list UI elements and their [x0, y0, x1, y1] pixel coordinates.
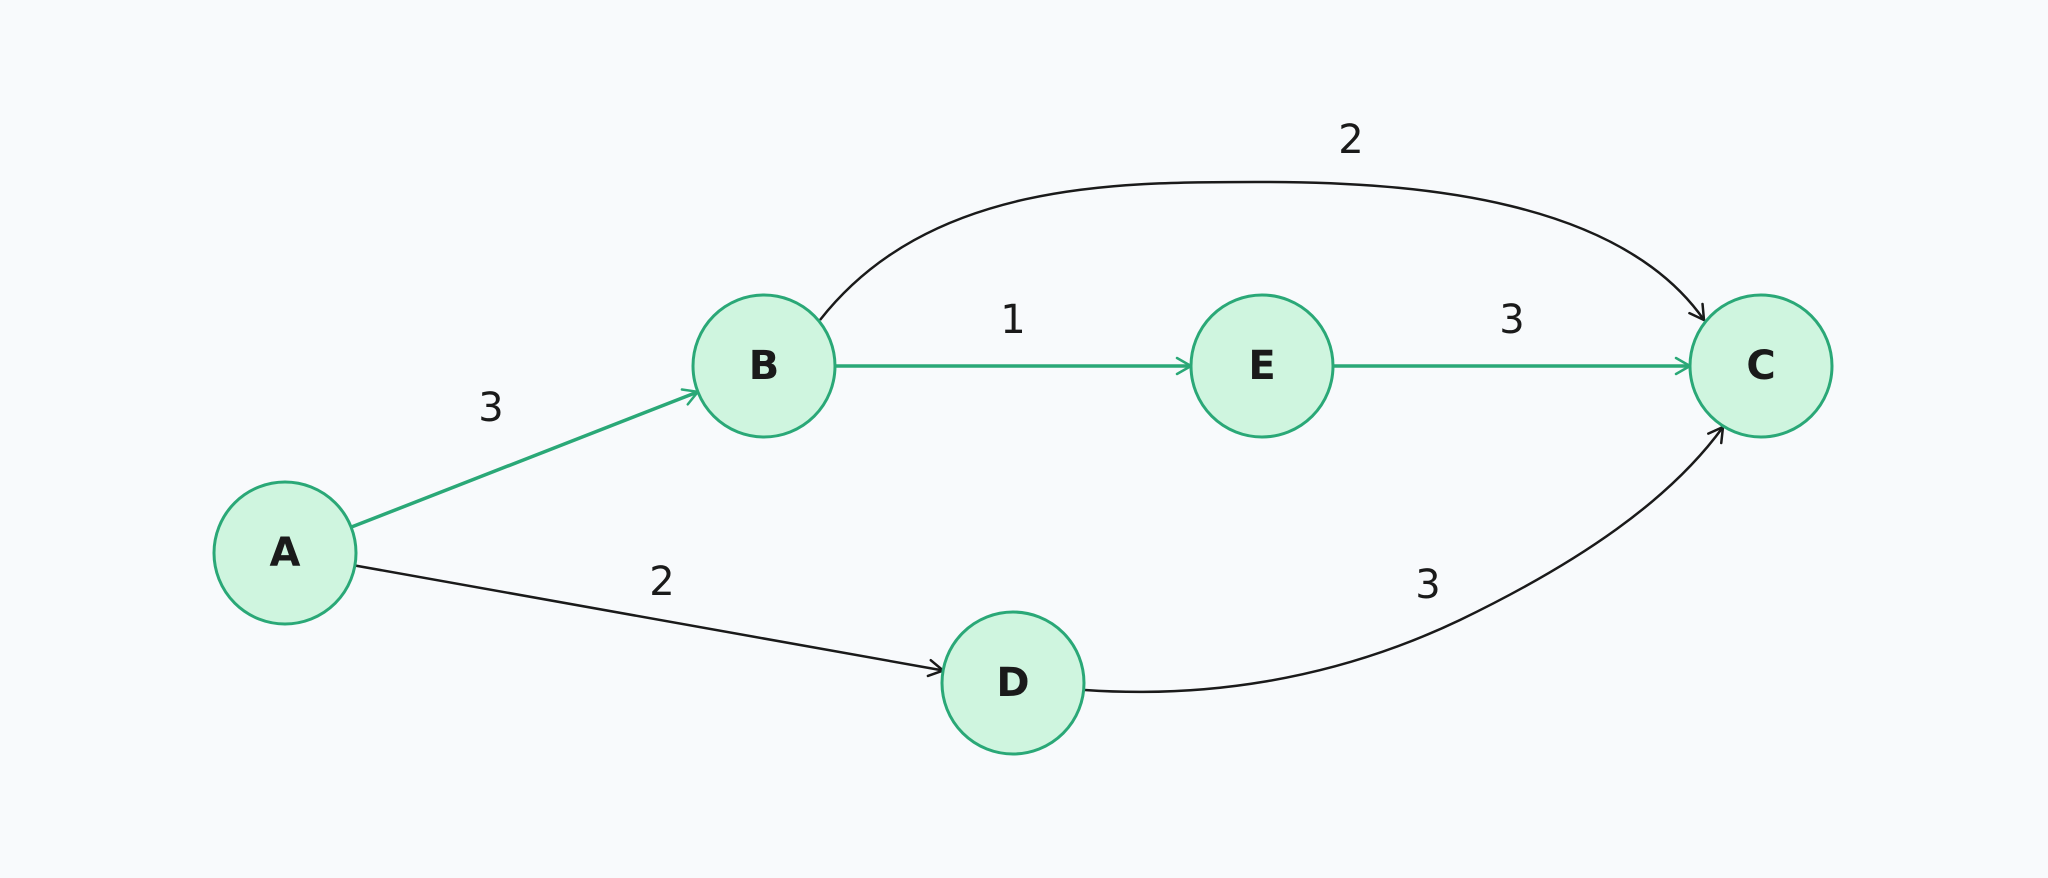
edge-weight-e-c: 3	[1499, 297, 1524, 343]
node-circle-c	[1688, 293, 1834, 439]
weights-layer: 3 2 1 3 2 3	[478, 117, 1524, 608]
node-a[interactable]: A	[212, 480, 358, 626]
edge-d-c	[1084, 425, 1725, 694]
node-label-a: A	[270, 530, 301, 576]
edge-weight-a-b: 3	[478, 385, 503, 431]
node-circle-b	[691, 293, 837, 439]
edge-weight-b-c: 2	[1338, 117, 1363, 163]
edge-weight-b-e: 1	[1000, 297, 1025, 343]
node-c[interactable]: C	[1688, 293, 1834, 439]
edges-layer	[350, 180, 1725, 694]
node-circle-e	[1189, 293, 1335, 439]
edge-weight-a-d: 2	[649, 559, 674, 605]
node-label-d: D	[996, 660, 1029, 706]
node-e[interactable]: E	[1189, 293, 1335, 439]
node-label-b: B	[749, 343, 780, 389]
node-circle-a	[212, 480, 358, 626]
edge-weight-d-c: 3	[1415, 562, 1440, 608]
edge-a-b	[350, 388, 700, 529]
node-label-e: E	[1248, 343, 1275, 389]
node-b[interactable]: B	[691, 293, 837, 439]
node-d[interactable]: D	[940, 610, 1086, 756]
node-circle-d	[940, 610, 1086, 756]
nodes-layer: A B E C D	[212, 293, 1834, 756]
edge-b-c	[819, 180, 1706, 322]
node-label-c: C	[1746, 343, 1775, 389]
edge-a-d	[354, 564, 945, 678]
